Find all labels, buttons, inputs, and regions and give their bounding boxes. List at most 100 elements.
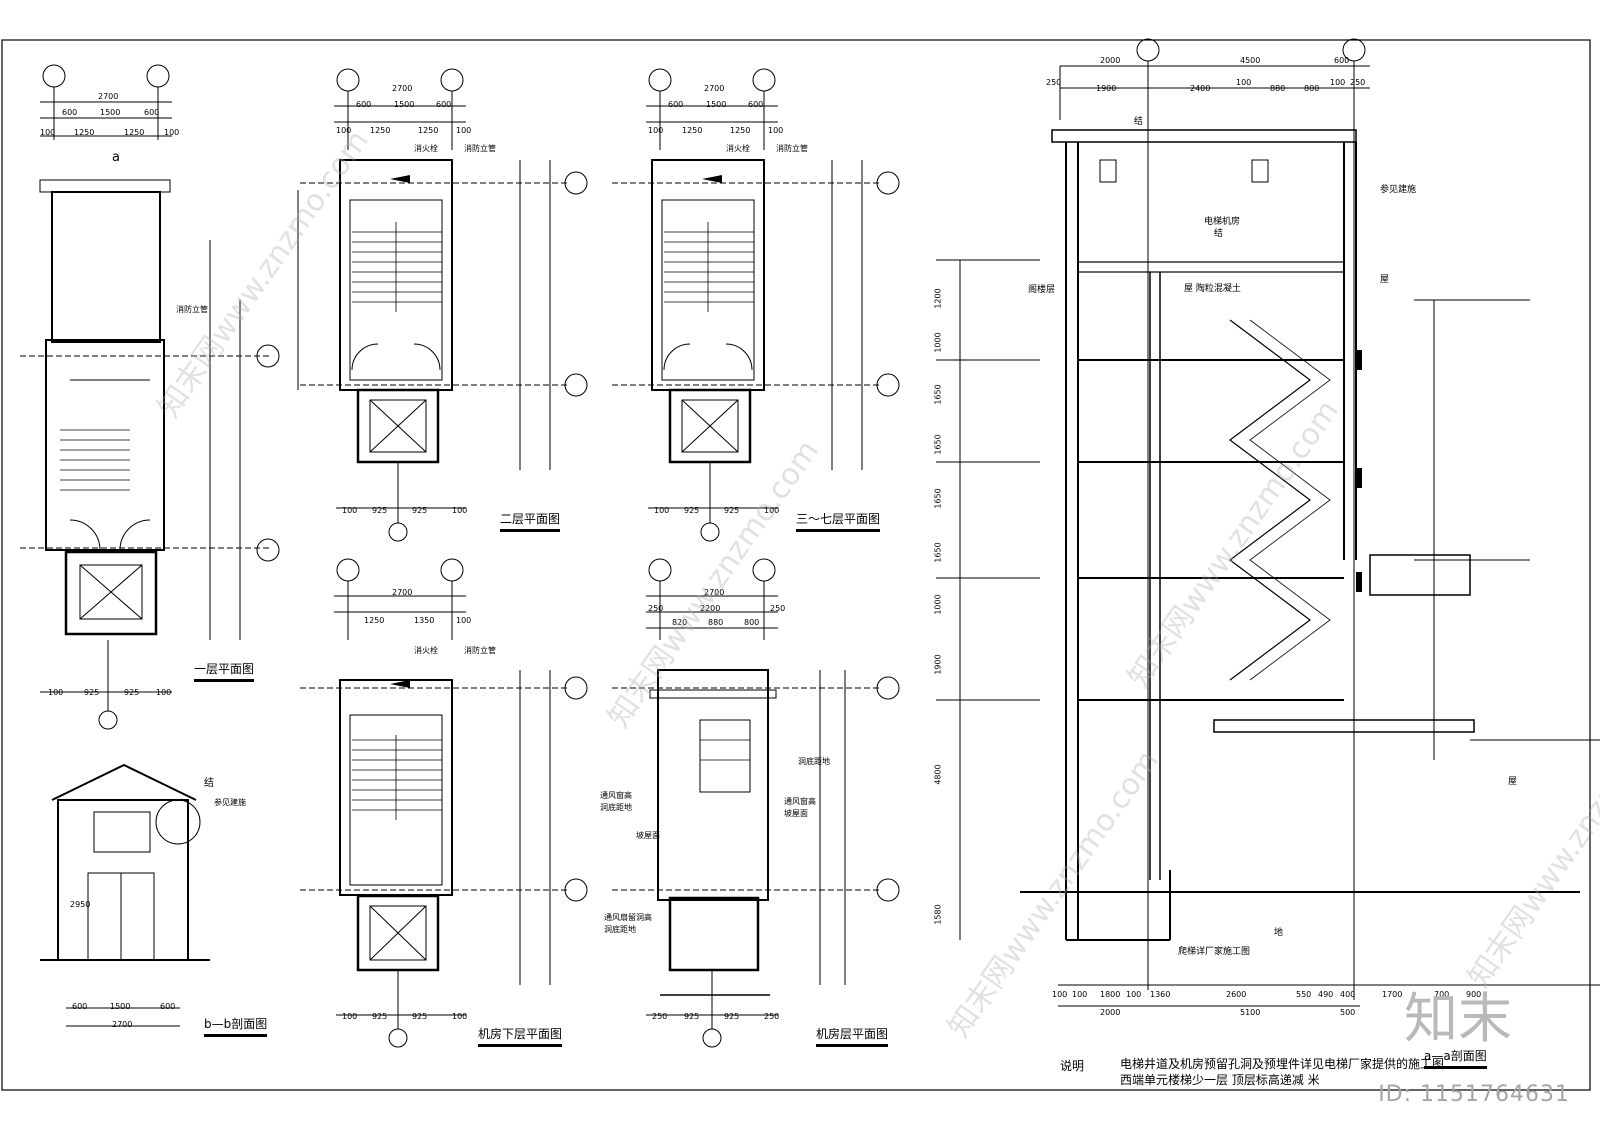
dim-text: 800 bbox=[744, 618, 760, 627]
dim-text: 925 bbox=[412, 1012, 428, 1021]
plan-4-title: 机房下层平面图 bbox=[478, 1025, 563, 1047]
dim-text: 2700 bbox=[704, 588, 725, 597]
dim-text: 2000 bbox=[1100, 56, 1121, 65]
plan-4-note: 消防立管 bbox=[464, 646, 496, 655]
dim-text: 600 bbox=[72, 1002, 88, 1011]
plan-1-title: 一层平面图 bbox=[194, 660, 255, 682]
dim-text: 250 bbox=[1046, 78, 1062, 87]
plan-5-note: 通风扇留洞高 bbox=[604, 913, 652, 922]
dim-text: 1900 bbox=[1096, 84, 1117, 93]
dim-text: 880 bbox=[708, 618, 724, 627]
brand-logo: 知末 bbox=[1404, 987, 1512, 1050]
aa-label: 爬梯详厂家施工图 bbox=[1178, 947, 1251, 957]
dim-text: 925 bbox=[684, 506, 700, 515]
plan-5-note: 坡屋面 bbox=[784, 809, 808, 818]
dim-text: 1500 bbox=[100, 108, 121, 117]
dim-text: 100 bbox=[1072, 990, 1088, 999]
dim-text: 820 bbox=[672, 618, 688, 627]
dim-text: 100 bbox=[1052, 990, 1068, 999]
dim-text: 600 bbox=[144, 108, 160, 117]
dim-text: 100 bbox=[452, 1012, 468, 1021]
dim-text: 925 bbox=[372, 506, 388, 515]
level-dim: 1580 bbox=[933, 904, 943, 925]
dim-text: 1800 bbox=[1100, 990, 1121, 999]
dim-text: 925 bbox=[412, 506, 428, 515]
dim-text: 1350 bbox=[414, 616, 435, 625]
dim-text: 1250 bbox=[418, 126, 439, 135]
dim-text: 1250 bbox=[682, 126, 703, 135]
dim-text: 600 bbox=[62, 108, 78, 117]
dim-text: 2000 bbox=[1100, 1008, 1121, 1017]
dim-text: 400 bbox=[1340, 990, 1356, 999]
dim-text: 700 bbox=[1434, 990, 1450, 999]
bb-note: 参见建施 bbox=[214, 798, 246, 807]
plan-2-note: 消防立管 bbox=[464, 144, 496, 153]
plan-5-title: 机房层平面图 bbox=[816, 1025, 889, 1047]
plan-2-title: 二层平面图 bbox=[500, 510, 561, 532]
plan-3-note: 消防立管 bbox=[776, 144, 808, 153]
dim-text: 100 bbox=[1126, 990, 1142, 999]
dim-text: 100 bbox=[654, 506, 670, 515]
plan-5-note: 通风窗高 bbox=[600, 791, 632, 800]
dim-text: 925 bbox=[124, 688, 140, 697]
dim-text: 550 bbox=[1296, 990, 1312, 999]
dim-text: 100 bbox=[764, 506, 780, 515]
dim-text: 100 bbox=[648, 126, 664, 135]
dim-text: 100 bbox=[1236, 78, 1252, 87]
dim-text: 490 bbox=[1318, 990, 1334, 999]
aa-label: 地 bbox=[1274, 928, 1284, 938]
dim-text: 1360 bbox=[1150, 990, 1171, 999]
aa-label: 结 bbox=[1214, 229, 1224, 239]
dim-text: 100 bbox=[456, 126, 472, 135]
plan-1-note: 消防立管 bbox=[176, 305, 208, 314]
bb-note: 结 bbox=[204, 778, 214, 789]
dim-text: 1500 bbox=[110, 1002, 131, 1011]
dim-text: 900 bbox=[1466, 990, 1482, 999]
dim-text: 250 bbox=[770, 604, 786, 613]
dim-text: 2400 bbox=[1190, 84, 1211, 93]
dim-text: 1500 bbox=[394, 100, 415, 109]
section-aa-title: a—a剖面图 bbox=[1424, 1047, 1487, 1069]
dim-text: 925 bbox=[724, 506, 740, 515]
aa-label: 阁楼层 bbox=[1028, 285, 1056, 295]
dim-text: 100 bbox=[342, 1012, 358, 1021]
plan-2-note: 消火栓 bbox=[414, 144, 438, 153]
dim-text: 600 bbox=[356, 100, 372, 109]
dim-text: 100 bbox=[1330, 78, 1346, 87]
aa-label: 参见建施 bbox=[1380, 185, 1417, 195]
dim-text: 1250 bbox=[124, 128, 145, 137]
dim-text: 100 bbox=[336, 126, 352, 135]
plan-5-note: 坡屋面 bbox=[636, 831, 660, 840]
dim-text: 100 bbox=[342, 506, 358, 515]
dim-text: 100 bbox=[164, 128, 180, 137]
aa-label: 屋 陶粒混凝土 bbox=[1184, 284, 1241, 294]
dim-text: 5100 bbox=[1240, 1008, 1261, 1017]
dim-text: 600 bbox=[668, 100, 684, 109]
dim-text: 925 bbox=[724, 1012, 740, 1021]
dim-text: 250 bbox=[764, 1012, 780, 1021]
dim-text: 2700 bbox=[704, 84, 725, 93]
dim-text: 925 bbox=[84, 688, 100, 697]
dim-text: 2700 bbox=[392, 84, 413, 93]
dim-text: 500 bbox=[1340, 1008, 1356, 1017]
note-line-1: 电梯井道及机房预留孔洞及预埋件详见电梯厂家提供的施工图 bbox=[1120, 1057, 1445, 1071]
aa-label: 屋 bbox=[1508, 777, 1518, 787]
dim-text: 1700 bbox=[1382, 990, 1403, 999]
plan-5-note: 洞底距地 bbox=[600, 803, 632, 812]
dim-text: 100 bbox=[768, 126, 784, 135]
section-bb-title: b—b剖面图 bbox=[204, 1015, 268, 1037]
plan-5-note: 洞底距地 bbox=[604, 925, 636, 934]
dim-text: 2700 bbox=[112, 1020, 133, 1029]
dim-text: 600 bbox=[748, 100, 764, 109]
section-mark: a bbox=[112, 150, 120, 165]
aa-label: 电梯机房 bbox=[1204, 217, 1241, 227]
dim-text: 2700 bbox=[392, 588, 413, 597]
dim-text: 1250 bbox=[74, 128, 95, 137]
plan-4-note: 消火栓 bbox=[414, 646, 438, 655]
dim-text: 100 bbox=[48, 688, 64, 697]
dim-text: 4500 bbox=[1240, 56, 1261, 65]
plan-5-note: 洞底距地 bbox=[798, 757, 830, 766]
dim-text: 800 bbox=[1304, 84, 1320, 93]
plan-3-title: 三～七层平面图 bbox=[796, 510, 881, 532]
note-label: 说明 bbox=[1060, 1059, 1085, 1073]
